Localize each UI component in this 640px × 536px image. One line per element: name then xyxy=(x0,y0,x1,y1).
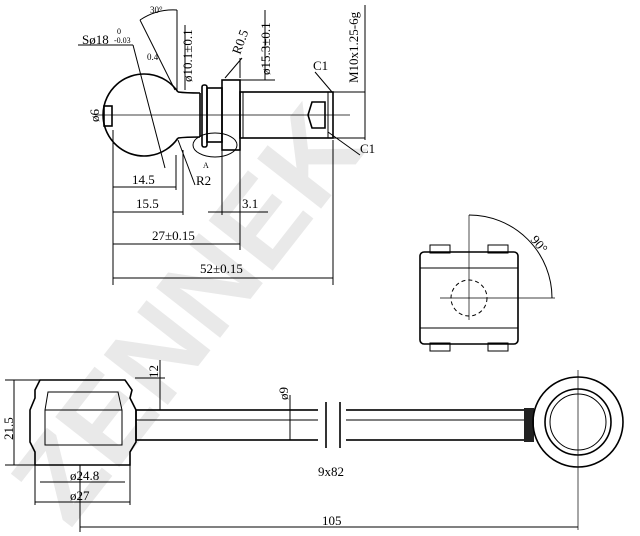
dim-d9: ø9 xyxy=(276,387,291,400)
r2-label: R2 xyxy=(196,173,211,188)
section-a-label: A xyxy=(203,161,209,170)
dim-14-5: 14.5 xyxy=(132,172,155,187)
ball-stud-labels: Sø18 0 -0.03 30° 0.4 ø6 ø10.1±0.1 R0.5 ø… xyxy=(82,5,375,276)
dim-52: 52±0.15 xyxy=(200,261,243,276)
d15-label: ø15.3±0.1 xyxy=(258,22,273,75)
dim-105: 105 xyxy=(322,513,342,528)
dim-12: 12 xyxy=(146,365,161,378)
stabilizer-link-view: 21.5 ø24.8 ø27 105 12 ø9 9x82 xyxy=(1,360,624,532)
cup-housing xyxy=(29,379,137,466)
thread-label: M10x1.25-6g xyxy=(346,11,361,83)
joint-top-view: 90° xyxy=(419,214,555,352)
hex-socket xyxy=(307,101,326,129)
sphere-label: Sø18 xyxy=(82,32,109,47)
c1-top-label: C1 xyxy=(313,58,328,73)
dim-15-5: 15.5 xyxy=(136,196,159,211)
angle-90-label: 90° xyxy=(528,232,551,256)
detail-a-circle xyxy=(192,132,238,158)
ball-stud-view xyxy=(78,5,366,285)
thread xyxy=(239,91,334,139)
r05-label: R0.5 xyxy=(229,27,252,56)
value-04-label: 0.4 xyxy=(147,52,159,62)
rod-size-label: 9x82 xyxy=(318,464,344,479)
dim-3-1: 3.1 xyxy=(242,196,258,211)
rod-weld xyxy=(524,408,534,442)
d10-label: ø10.1±0.1 xyxy=(180,29,195,82)
sphere-tol-lower: -0.03 xyxy=(114,36,131,45)
d6-label: ø6 xyxy=(87,109,102,123)
angle-30-label: 30° xyxy=(150,5,163,15)
c1-bottom-label: C1 xyxy=(360,141,375,156)
ball xyxy=(102,73,179,157)
dim-27: 27±0.15 xyxy=(152,228,195,243)
dim-21-5: 21.5 xyxy=(1,417,16,440)
sphere-tol-upper: 0 xyxy=(117,27,121,36)
dim-d24-8: ø24.8 xyxy=(70,468,99,483)
angle-arc xyxy=(468,214,553,299)
stub xyxy=(103,105,113,127)
